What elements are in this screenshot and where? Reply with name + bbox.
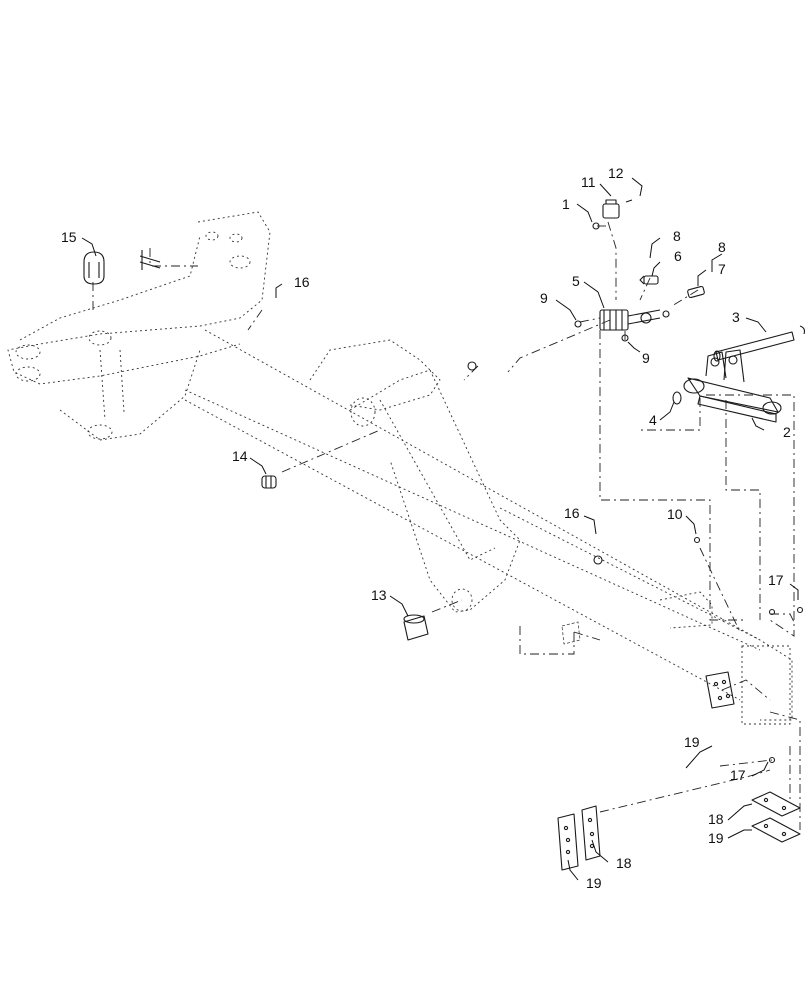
callout-6: 6 xyxy=(674,248,682,264)
part-4-ring xyxy=(672,391,682,405)
callout-17-bottom: 17 xyxy=(730,767,746,783)
callout-19-left: 19 xyxy=(586,875,602,891)
callout-labels: 1 2 3 4 5 6 7 8 8 9 9 10 11 12 13 14 15 … xyxy=(61,165,791,891)
callout-18-left: 18 xyxy=(616,855,632,871)
part-5-cylinder xyxy=(599,309,670,331)
part-3-pin xyxy=(713,325,806,362)
part-2-clevis xyxy=(683,349,782,423)
part-19-plate-right xyxy=(751,817,801,843)
callout-2: 2 xyxy=(783,424,791,440)
leader-lines xyxy=(81,177,799,881)
long-beam xyxy=(184,329,793,725)
main-frame xyxy=(7,211,271,441)
callout-16-middle: 16 xyxy=(564,505,580,521)
callout-8-left: 8 xyxy=(673,228,681,244)
callout-16-top: 16 xyxy=(294,274,310,290)
callout-15: 15 xyxy=(61,229,77,245)
boom-arm xyxy=(309,339,713,629)
alignment-lines xyxy=(92,221,801,830)
part-19-plate-left xyxy=(557,813,579,871)
callout-9-left: 9 xyxy=(540,290,548,306)
part-7-pin xyxy=(687,285,705,299)
callout-1: 1 xyxy=(562,196,570,212)
callout-5: 5 xyxy=(572,273,580,289)
callout-19-right: 19 xyxy=(708,830,724,846)
part-13-sleeve xyxy=(403,614,581,645)
callout-14: 14 xyxy=(232,448,248,464)
callout-10: 10 xyxy=(667,506,683,522)
part-18-plate-left xyxy=(581,805,601,861)
callout-7: 7 xyxy=(718,261,726,277)
callout-12: 12 xyxy=(608,165,624,181)
part-6-pin xyxy=(639,275,659,285)
callout-8-right: 8 xyxy=(718,239,726,255)
callout-17-top: 17 xyxy=(768,572,784,588)
callout-9-right: 9 xyxy=(642,350,650,366)
callout-11: 11 xyxy=(581,174,596,190)
callout-3: 3 xyxy=(732,309,740,325)
part-18-plate-right xyxy=(751,791,801,817)
part-14-bushing xyxy=(261,475,277,489)
callout-18-right: 18 xyxy=(708,811,724,827)
callout-4: 4 xyxy=(649,412,657,428)
part-15-bushing xyxy=(83,250,161,285)
part-19-plate-center xyxy=(705,671,735,709)
callout-19-center: 19 xyxy=(684,734,700,750)
part-11-bracket xyxy=(592,199,633,230)
fasteners xyxy=(467,320,804,764)
callout-13: 13 xyxy=(371,587,387,603)
